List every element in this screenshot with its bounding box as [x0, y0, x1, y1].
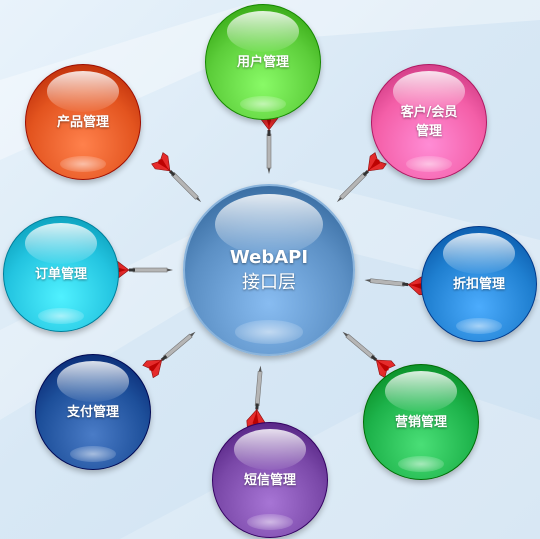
dart-discount: [364, 276, 428, 296]
customer-member-label-line2: 管理: [415, 124, 442, 139]
user-management-label: 用户管理: [236, 54, 289, 70]
marketing-management-node: 营销管理: [363, 364, 479, 480]
dart-product: [151, 152, 202, 203]
payment-management-label: 支付管理: [66, 404, 119, 420]
sms-management-node: 短信管理: [212, 422, 328, 538]
dart-order: [110, 260, 173, 280]
webapi-hub-node: WebAPI 接口层: [183, 184, 355, 356]
customer-member-label-line1: 客户/会员: [400, 105, 458, 120]
discount-management-label: 折扣管理: [452, 276, 505, 292]
product-management-label: 产品管理: [56, 114, 109, 130]
marketing-management-label: 营销管理: [394, 414, 447, 430]
product-management-node: 产品管理: [25, 64, 141, 180]
dart-payment: [142, 331, 196, 379]
dart-customer: [336, 152, 387, 203]
hub-label-line1: WebAPI: [229, 247, 309, 268]
dart-marketing: [342, 331, 396, 379]
hub-label: WebAPI 接口层: [230, 245, 308, 295]
sms-management-label: 短信管理: [243, 472, 296, 488]
customer-member-label: 客户/会员 管理: [401, 103, 458, 141]
order-management-node: 订单管理: [3, 216, 119, 332]
dart-user: [259, 111, 279, 174]
order-management-label: 订单管理: [34, 266, 87, 282]
hub-label-line2: 接口层: [241, 272, 296, 293]
discount-management-node: 折扣管理: [421, 226, 537, 342]
payment-management-node: 支付管理: [35, 354, 151, 470]
user-management-node: 用户管理: [205, 4, 321, 120]
dart-sms: [246, 365, 266, 429]
customer-member-management-node: 客户/会员 管理: [371, 64, 487, 180]
